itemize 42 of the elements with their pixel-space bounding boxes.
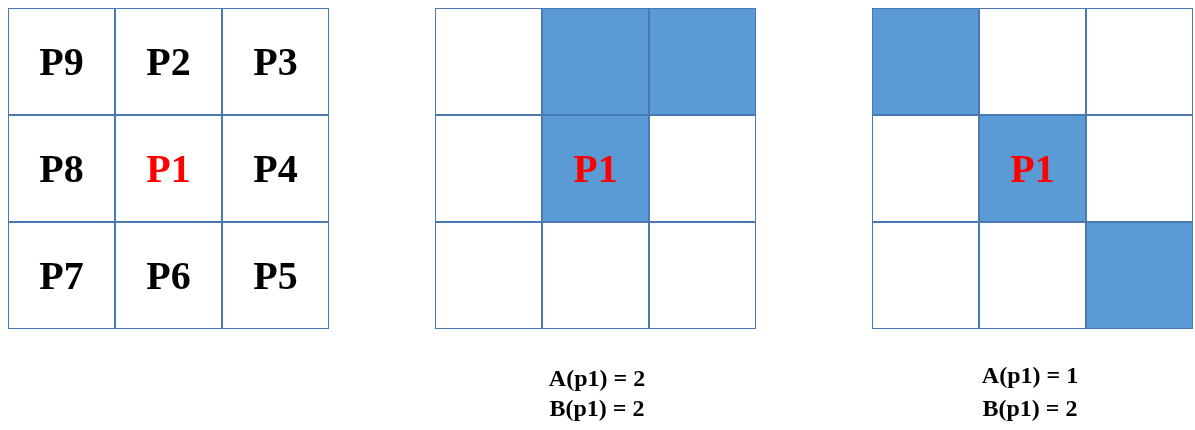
formula-text: B(p1) = 2 [982,395,1078,422]
grid-cell [979,222,1086,329]
cell-label: P4 [253,145,298,192]
grid-cell [1086,222,1193,329]
cell-label: P2 [146,38,191,85]
grid-cell [435,222,542,329]
grid-cell [115,115,222,222]
grid-cell [115,222,222,329]
grid-cell [8,8,115,115]
grid-cell [542,8,649,115]
grid-cell [649,8,756,115]
formula-text: B(p1) = 2 [549,395,645,422]
cell-label: P1 [1010,145,1055,192]
grid-cell [649,115,756,222]
grid-cell [435,8,542,115]
formula-text: A(p1) = 2 [548,365,646,392]
grid-cell [872,222,979,329]
grid-cell [435,115,542,222]
formula-text: A(p1) = 1 [981,362,1079,389]
cell-label: P5 [253,252,298,299]
grid-cell [222,115,329,222]
cell-label: P6 [146,252,191,299]
grid-cell [979,8,1086,115]
grid-cell [872,115,979,222]
cell-label: P1 [573,145,618,192]
cell-label: P8 [39,145,84,192]
grid-cell [979,115,1086,222]
grid-cell [1086,8,1193,115]
cell-label: P9 [39,38,84,85]
grid-cell [1086,115,1193,222]
cell-label: P7 [39,252,84,299]
grid-cell [872,8,979,115]
cell-label: P3 [253,38,298,85]
grid-cell [649,222,756,329]
grid-cell [8,115,115,222]
grid-cell [8,222,115,329]
grid-cell [222,222,329,329]
grid-cell [115,8,222,115]
grid-cell [222,8,329,115]
grid-cell [542,222,649,329]
grid-cell [542,115,649,222]
cell-label: P1 [146,145,191,192]
